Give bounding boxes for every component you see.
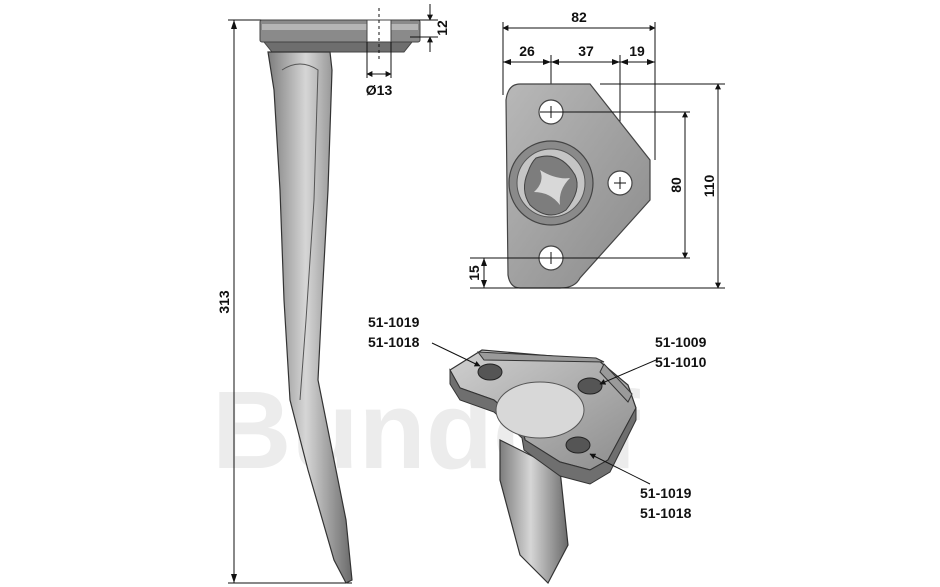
hole-pitch-vertical-label: 80 — [668, 177, 684, 193]
part-label-right-2: 51-1010 — [655, 354, 707, 370]
tine-flange — [259, 19, 421, 43]
bottom-offset-label: 15 — [466, 265, 482, 281]
tine-blade — [267, 51, 353, 584]
part-label-bottom-1: 51-1019 — [640, 485, 692, 501]
perspective-hole-right — [577, 377, 603, 395]
flange-thickness-label: 12 — [434, 20, 450, 36]
part-label-top-left-1: 51-1019 — [368, 314, 420, 330]
perspective-view: 51-1019 51-1018 51-1009 51-1010 51-1019 … — [368, 314, 707, 585]
length-dimension-label: 313 — [216, 290, 232, 314]
mounting-plate-view: 82 26 37 19 80 110 15 — [466, 9, 725, 289]
bolt-hole-diameter-label: Ø13 — [366, 82, 393, 98]
perspective-boss — [495, 381, 585, 439]
overall-width-label: 82 — [571, 9, 587, 25]
offset-middle-label: 37 — [578, 43, 594, 59]
overall-height-label: 110 — [701, 174, 717, 197]
perspective-hole-bottom — [565, 436, 591, 454]
tine-side-view: 313 Ø13 12 — [216, 4, 450, 584]
perspective-hole-top-left — [477, 363, 503, 381]
part-label-top-left-2: 51-1018 — [368, 334, 420, 350]
offset-left-label: 26 — [519, 43, 535, 59]
part-label-bottom-2: 51-1018 — [640, 505, 692, 521]
offset-right-label: 19 — [629, 43, 645, 59]
part-label-right-1: 51-1009 — [655, 334, 707, 350]
